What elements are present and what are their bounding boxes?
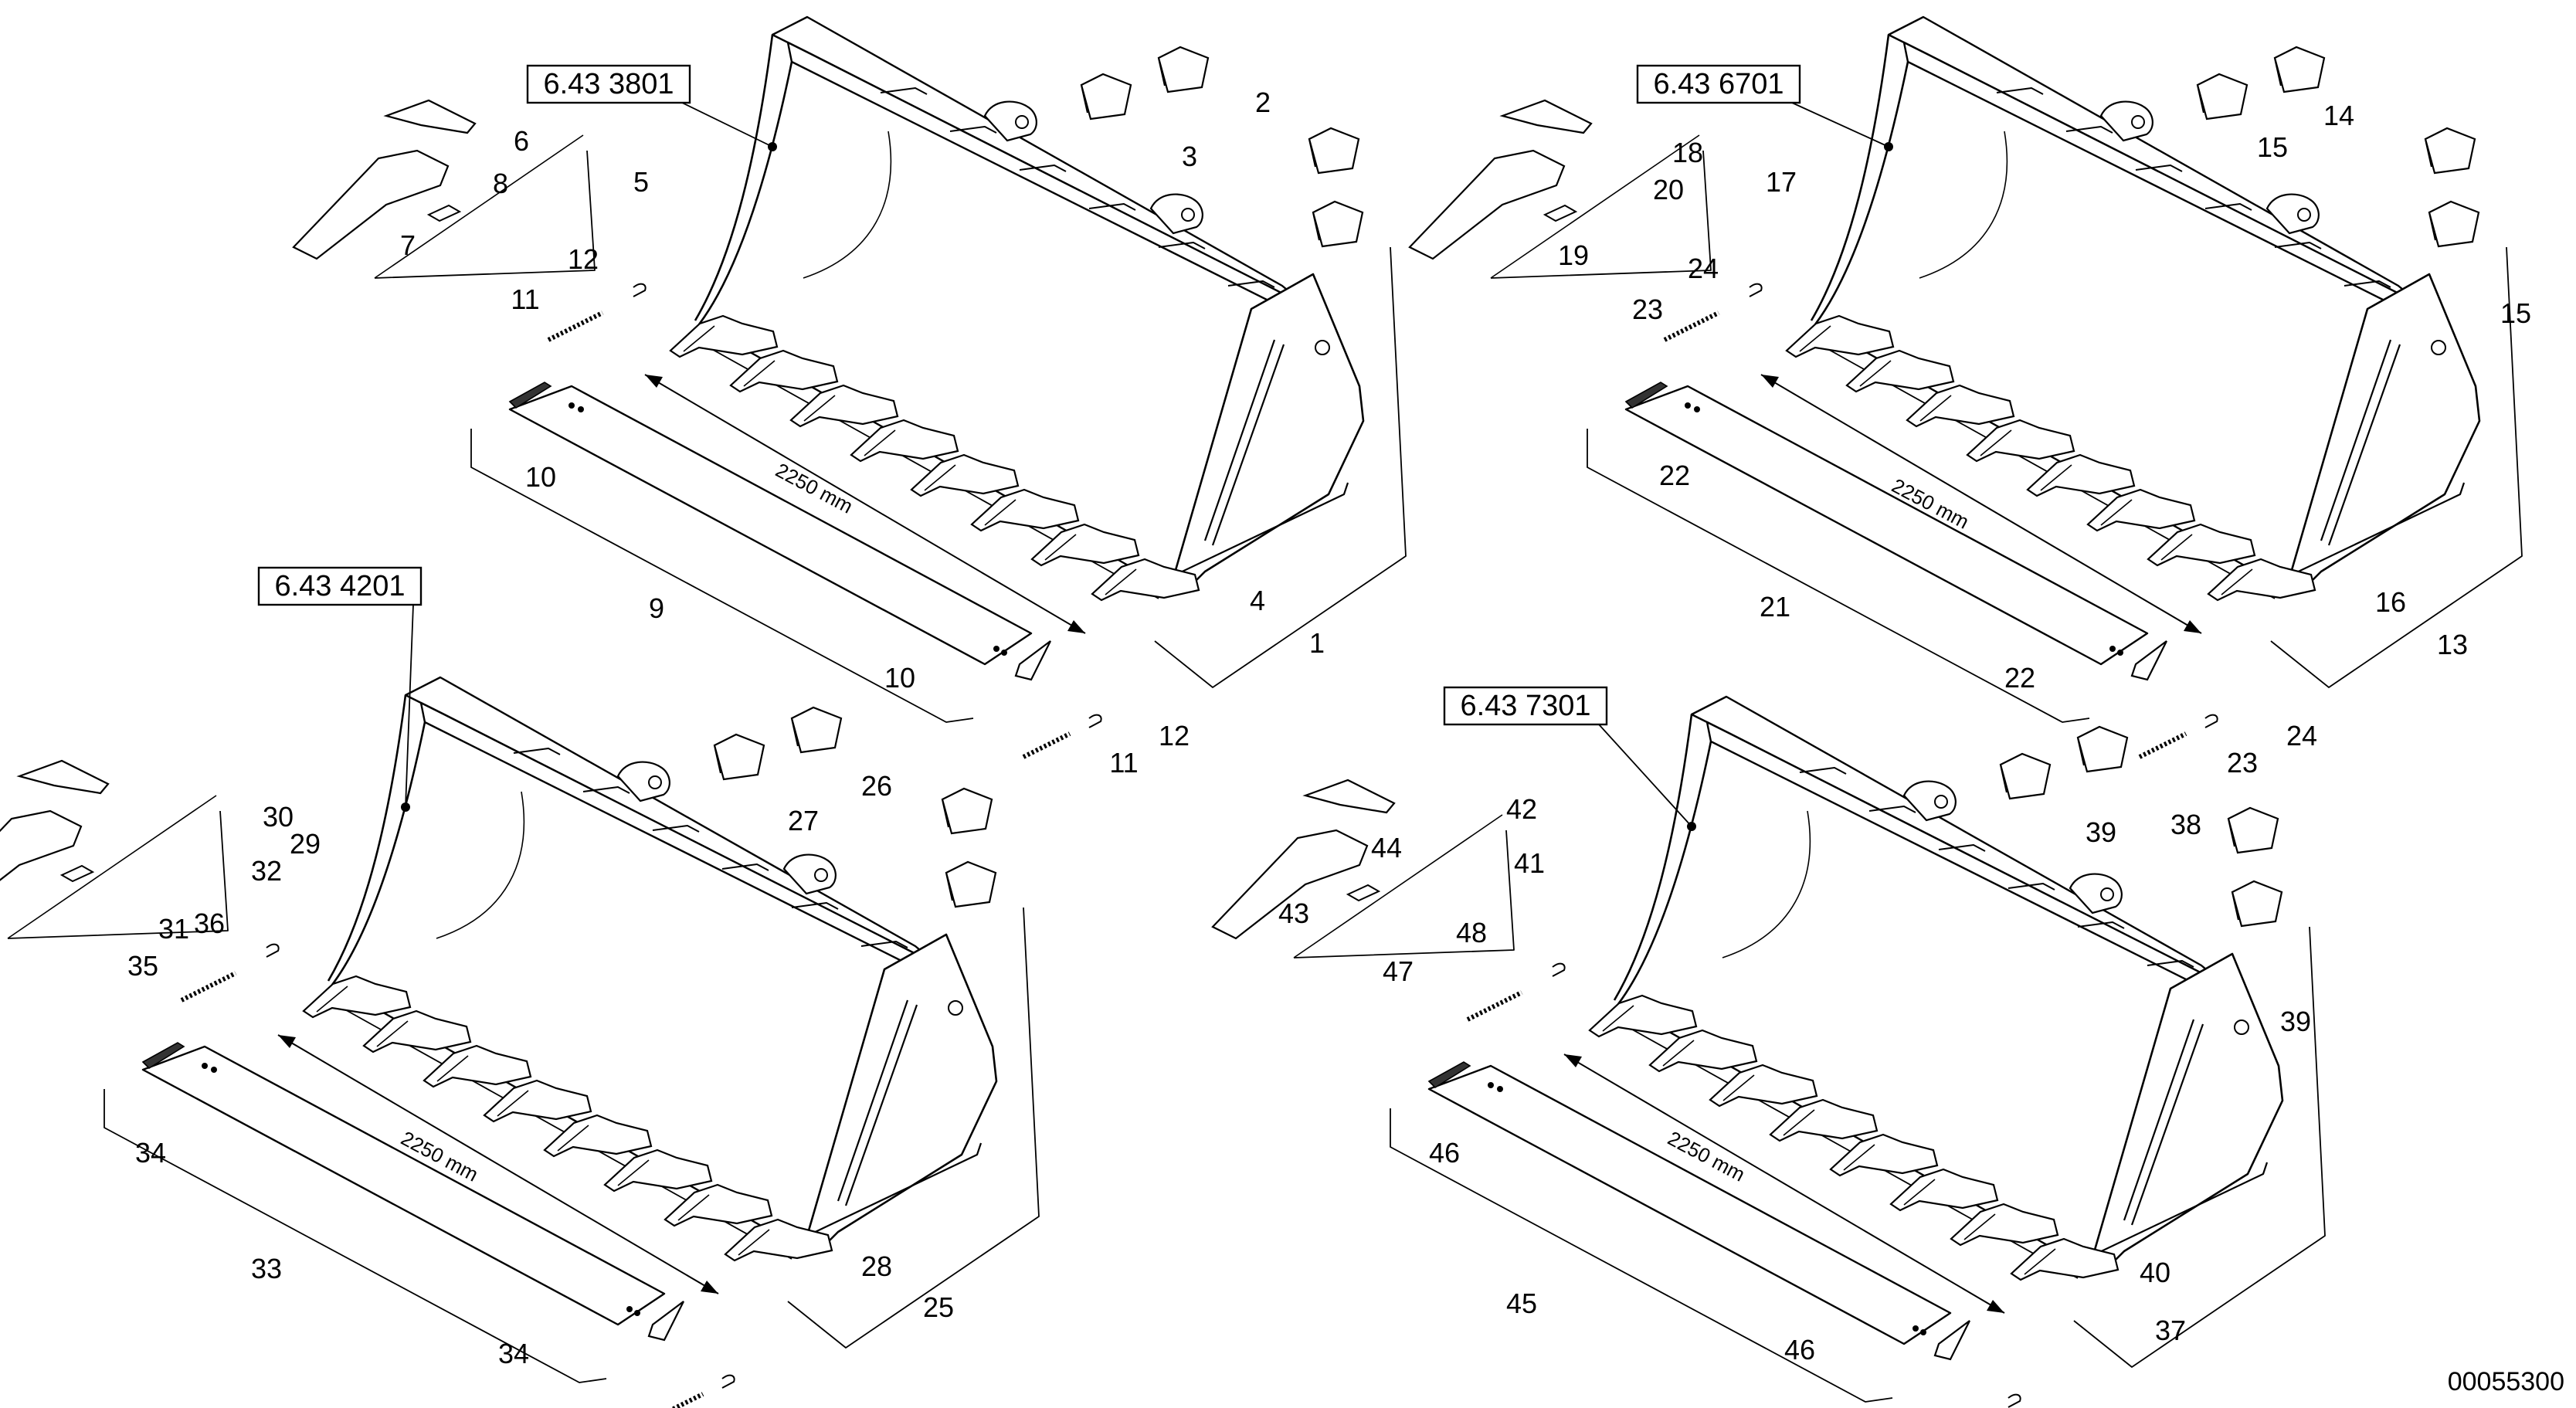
- callout-label: 21: [1760, 591, 1790, 623]
- callout-label: 6: [514, 125, 529, 157]
- callout-label: 48: [1456, 917, 1487, 948]
- part-number-box: [1636, 64, 1801, 104]
- callout-label: 38: [2170, 809, 2201, 840]
- part-number-box: [526, 64, 691, 104]
- callout-label: 45: [1506, 1288, 1537, 1319]
- callout-label: 35: [127, 950, 158, 982]
- callout-label: 1: [1309, 627, 1325, 659]
- callout-label: 37: [2155, 1315, 2186, 1346]
- callout-label: 44: [1371, 832, 1402, 863]
- callout-label: 15: [2257, 131, 2288, 163]
- callout-label: 33: [251, 1253, 282, 1284]
- callout-label: 39: [2086, 816, 2116, 848]
- callout-label: 29: [290, 828, 321, 860]
- callout-label: 23: [2227, 747, 2258, 779]
- callout-label: 34: [498, 1338, 529, 1369]
- callout-label: 12: [1159, 720, 1190, 751]
- callout-label: 24: [2286, 720, 2317, 751]
- callout-label: 39: [2280, 1006, 2311, 1037]
- callout-label: 7: [400, 229, 416, 261]
- callout-label: 20: [1653, 174, 1684, 205]
- callout-label: 28: [861, 1250, 892, 1282]
- callout-label: 25: [923, 1291, 954, 1323]
- callout-label: 46: [1429, 1137, 1460, 1169]
- callout-label: 10: [884, 662, 915, 694]
- callout-label: 15: [2500, 297, 2531, 329]
- callout-label: 17: [1766, 166, 1797, 198]
- part-number-text: 6.43 4201: [274, 570, 405, 602]
- callout-label: 19: [1558, 239, 1589, 271]
- callout-label: 11: [1109, 747, 1138, 779]
- callout-label: 10: [525, 461, 556, 493]
- callout-label: 4: [1250, 585, 1265, 616]
- callout-label: 31: [158, 913, 189, 945]
- callout-label: 43: [1278, 897, 1309, 929]
- callout-label: 18: [1672, 137, 1703, 168]
- drawing-number: 00055300: [2448, 1367, 2564, 1396]
- callout-label: 14: [2323, 100, 2354, 131]
- callout-label: 47: [1383, 955, 1414, 987]
- callout-label: 30: [263, 801, 294, 833]
- callout-label: 22: [1659, 460, 1690, 491]
- callout-label: 42: [1506, 793, 1537, 825]
- callout-label: 34: [135, 1137, 166, 1169]
- callout-label: 27: [788, 805, 819, 836]
- callout-label: 13: [2437, 629, 2468, 660]
- callout-label: 9: [649, 592, 664, 624]
- callout-label: 12: [568, 243, 599, 275]
- callout-label: 2: [1255, 87, 1271, 118]
- part-number-box: [1443, 686, 1608, 726]
- callout-label: 41: [1514, 847, 1545, 879]
- callout-label: 11: [511, 283, 539, 315]
- callout-label: 24: [1688, 253, 1719, 284]
- callout-label: 8: [493, 168, 508, 199]
- callout-label: 32: [251, 855, 282, 887]
- part-number-text: 6.43 6701: [1653, 68, 1784, 100]
- part-number-text: 6.43 7301: [1460, 690, 1590, 722]
- callout-label: 26: [861, 770, 892, 802]
- callout-label: 46: [1784, 1334, 1815, 1366]
- callout-label: 40: [2140, 1257, 2170, 1288]
- callout-label: 16: [2375, 586, 2406, 618]
- callout-label: 22: [2004, 662, 2035, 694]
- callout-label: 23: [1632, 293, 1663, 325]
- callout-label: 5: [633, 166, 649, 198]
- callout-label: 3: [1182, 141, 1197, 172]
- part-number-text: 6.43 3801: [543, 68, 674, 100]
- callout-label: 36: [194, 908, 225, 939]
- part-number-box: [257, 566, 423, 606]
